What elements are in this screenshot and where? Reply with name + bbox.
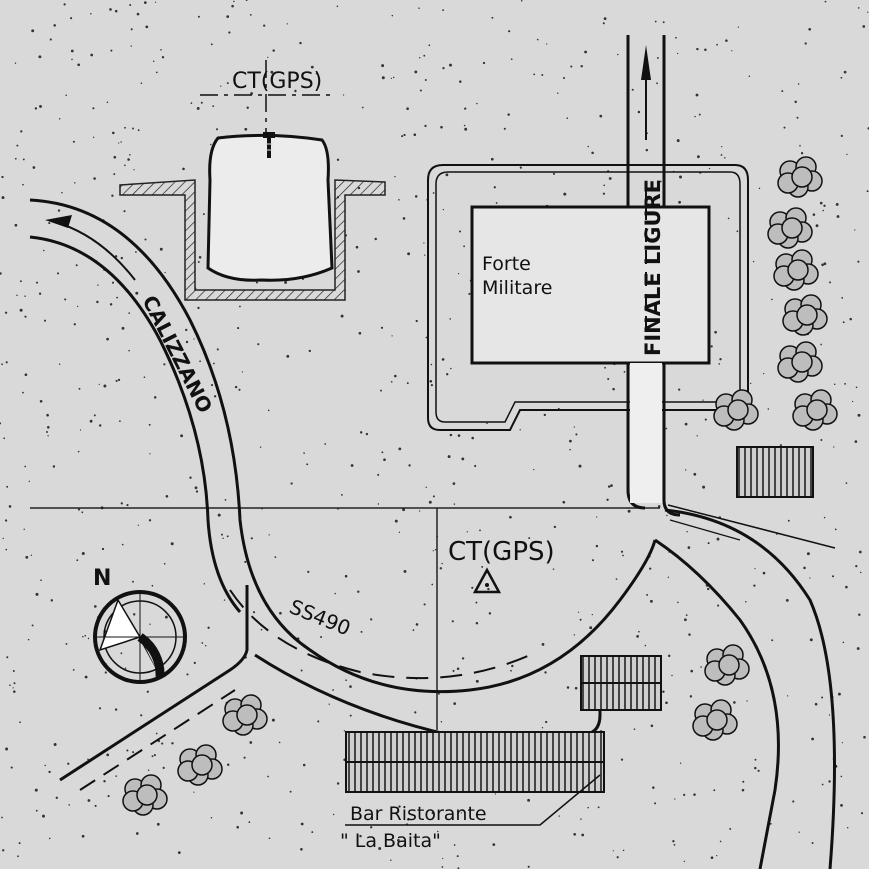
tree-icon: [704, 644, 750, 686]
screw-icon: [263, 132, 275, 158]
direction-arrow-icon: [45, 215, 136, 281]
road-east: [654, 504, 836, 869]
tree-icon: [777, 156, 823, 198]
control-point: CT(GPS): [448, 537, 555, 594]
ct-gps-main-label: CT(GPS): [448, 537, 555, 567]
north-arrow-icon: N: [93, 566, 187, 684]
tree-icon: [122, 774, 168, 816]
bar-label-line2: " La Baita": [340, 830, 441, 852]
tree-icon: [782, 294, 828, 336]
trees: [122, 156, 838, 816]
bar-ristorante-callout: Bar Ristorante " La Baita": [340, 774, 601, 852]
survey-monument-detail: CT(GPS): [119, 60, 386, 301]
road-finale-ligure: FINALE LIGURE: [626, 35, 681, 517]
fort-label-line2: Militare: [482, 277, 552, 299]
building-east: [736, 446, 814, 498]
tree-icon: [713, 389, 759, 431]
tree-icon: [692, 699, 738, 741]
north-label: N: [93, 566, 111, 591]
bar-label-line1: Bar Ristorante: [350, 803, 487, 825]
tree-icon: [773, 249, 819, 291]
concrete-block: [206, 133, 334, 282]
fort-compound: Forte Militare: [427, 164, 749, 431]
buildings: [345, 446, 814, 793]
direction-arrow-icon: [641, 45, 651, 140]
tree-icon: [777, 341, 823, 383]
ss490-label: SS490: [286, 594, 354, 640]
tree-icon: [792, 389, 838, 431]
tree-icon: [767, 207, 813, 249]
finale-ligure-label: FINALE LIGURE: [641, 179, 665, 356]
ct-gps-top-label: CT(GPS): [232, 69, 322, 94]
tree-icon: [177, 744, 223, 786]
fort-label-line1: Forte: [482, 253, 531, 275]
ground-hatch: [119, 179, 386, 301]
triangle-dot-icon: [472, 567, 502, 594]
fort-building: [470, 205, 711, 365]
tree-icon: [222, 694, 268, 736]
